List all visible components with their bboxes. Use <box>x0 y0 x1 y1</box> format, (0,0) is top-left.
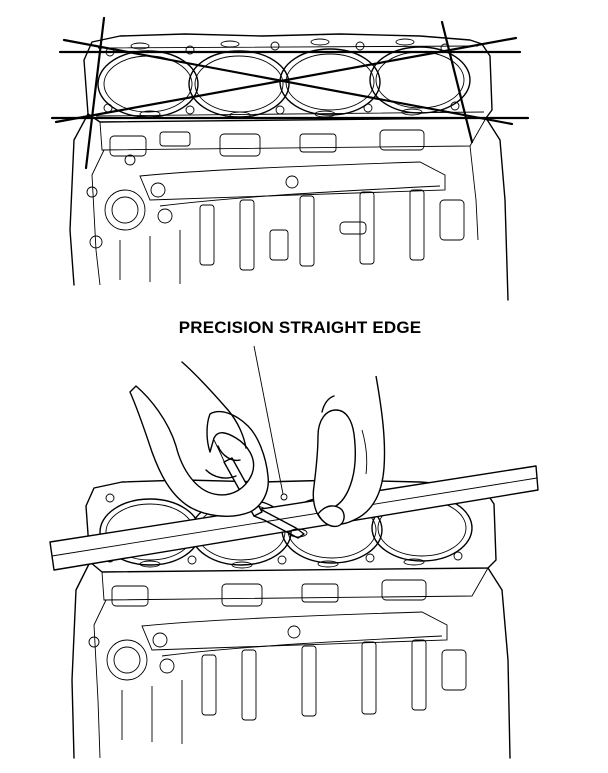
flatness-check-lines <box>50 16 530 170</box>
top-figure <box>50 16 530 301</box>
bottom-figure <box>49 345 539 759</box>
callout-label: PRECISION STRAIGHT EDGE <box>178 318 422 337</box>
left-hand <box>129 361 269 517</box>
callout-leader <box>253 345 288 501</box>
right-hand <box>312 375 386 528</box>
engine-block-top-view <box>69 33 509 301</box>
